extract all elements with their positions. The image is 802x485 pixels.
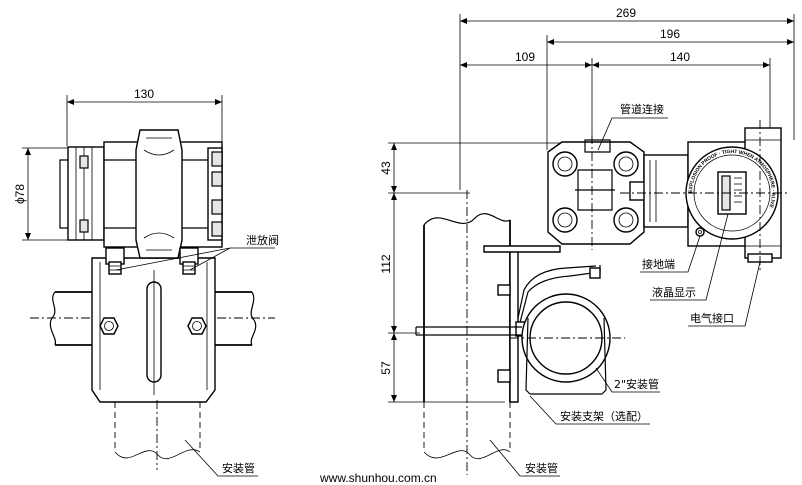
side-vertical-pipe bbox=[423, 190, 511, 475]
dim-112-label: 112 bbox=[379, 254, 393, 273]
electrical-port-callout: 电气接口 bbox=[688, 261, 761, 327]
dim-phi78-label: ϕ78 bbox=[13, 184, 27, 204]
website-footer: www.shunhou.com.cn bbox=[319, 471, 437, 485]
side-2inch-pipe bbox=[510, 293, 625, 395]
drain-valve-callout: 泄放阀 bbox=[115, 233, 279, 271]
dim-side-vertical: 43 112 57 bbox=[379, 142, 560, 403]
front-view: 130 ϕ78 泄放阀 安装管 bbox=[13, 87, 279, 477]
dim-43-label: 43 bbox=[379, 161, 393, 175]
side-electronics-housing: EXPLOSION PROOF · TIGHT WHEN ATMOSPHERE … bbox=[620, 120, 790, 270]
ground-terminal bbox=[695, 227, 705, 237]
lcd-callout: 液晶显示 bbox=[650, 213, 729, 301]
process-connection-callout: 管道连接 bbox=[597, 102, 668, 151]
dim-57-label: 57 bbox=[379, 361, 393, 375]
front-transmitter-body bbox=[59, 129, 223, 275]
dim-front-width: 130 bbox=[66, 87, 223, 146]
dim-140-label: 140 bbox=[670, 50, 690, 64]
bracket-nut-left bbox=[99, 317, 119, 335]
side-view: EXPLOSION PROOF · TIGHT WHEN ATMOSPHERE … bbox=[379, 6, 795, 477]
flange-bolt-tl bbox=[552, 151, 578, 177]
mount-pipe-right-label: 安装管 bbox=[525, 461, 558, 475]
dim-196-label: 196 bbox=[660, 27, 680, 41]
mount-pipe-callout-right: 安装管 bbox=[489, 439, 560, 477]
front-vertical-pipe-hidden bbox=[114, 400, 201, 470]
dim-269-label: 269 bbox=[616, 6, 636, 20]
drain-valve-left bbox=[108, 261, 122, 275]
bracket-optional-label: 安装支架（选配） bbox=[560, 409, 648, 423]
flange-bolt-br bbox=[613, 207, 639, 233]
dim-front-diameter: ϕ78 bbox=[13, 147, 68, 241]
ground-terminal-label: 接地端 bbox=[642, 258, 675, 271]
process-connection-label: 管道连接 bbox=[620, 102, 664, 116]
side-bracket bbox=[415, 245, 601, 403]
dim-130-label: 130 bbox=[134, 87, 154, 101]
front-bracket bbox=[91, 257, 216, 403]
side-process-flange bbox=[547, 135, 645, 250]
flange-bolt-bl bbox=[552, 207, 578, 233]
mount-pipe-callout-left: 安装管 bbox=[184, 439, 258, 477]
pipe-2inch-label: 2"安装管 bbox=[614, 377, 659, 391]
drain-valve-right bbox=[182, 261, 196, 275]
drain-valve-label: 泄放阀 bbox=[246, 233, 279, 247]
dim-109-label: 109 bbox=[515, 50, 535, 64]
pipe-2inch-callout: 2"安装管 bbox=[595, 367, 660, 393]
flange-bolt-tr bbox=[613, 151, 639, 177]
bracket-callout: 安装支架（选配） bbox=[529, 395, 650, 425]
lcd-display-label: 液晶显示 bbox=[652, 285, 696, 299]
ground-terminal-callout: 接地端 bbox=[640, 235, 701, 273]
bracket-nut-right bbox=[187, 317, 207, 335]
dim-top: 269 196 109 140 bbox=[459, 6, 795, 190]
mount-pipe-left-label: 安装管 bbox=[222, 461, 255, 475]
electrical-port-label: 电气接口 bbox=[690, 311, 734, 325]
